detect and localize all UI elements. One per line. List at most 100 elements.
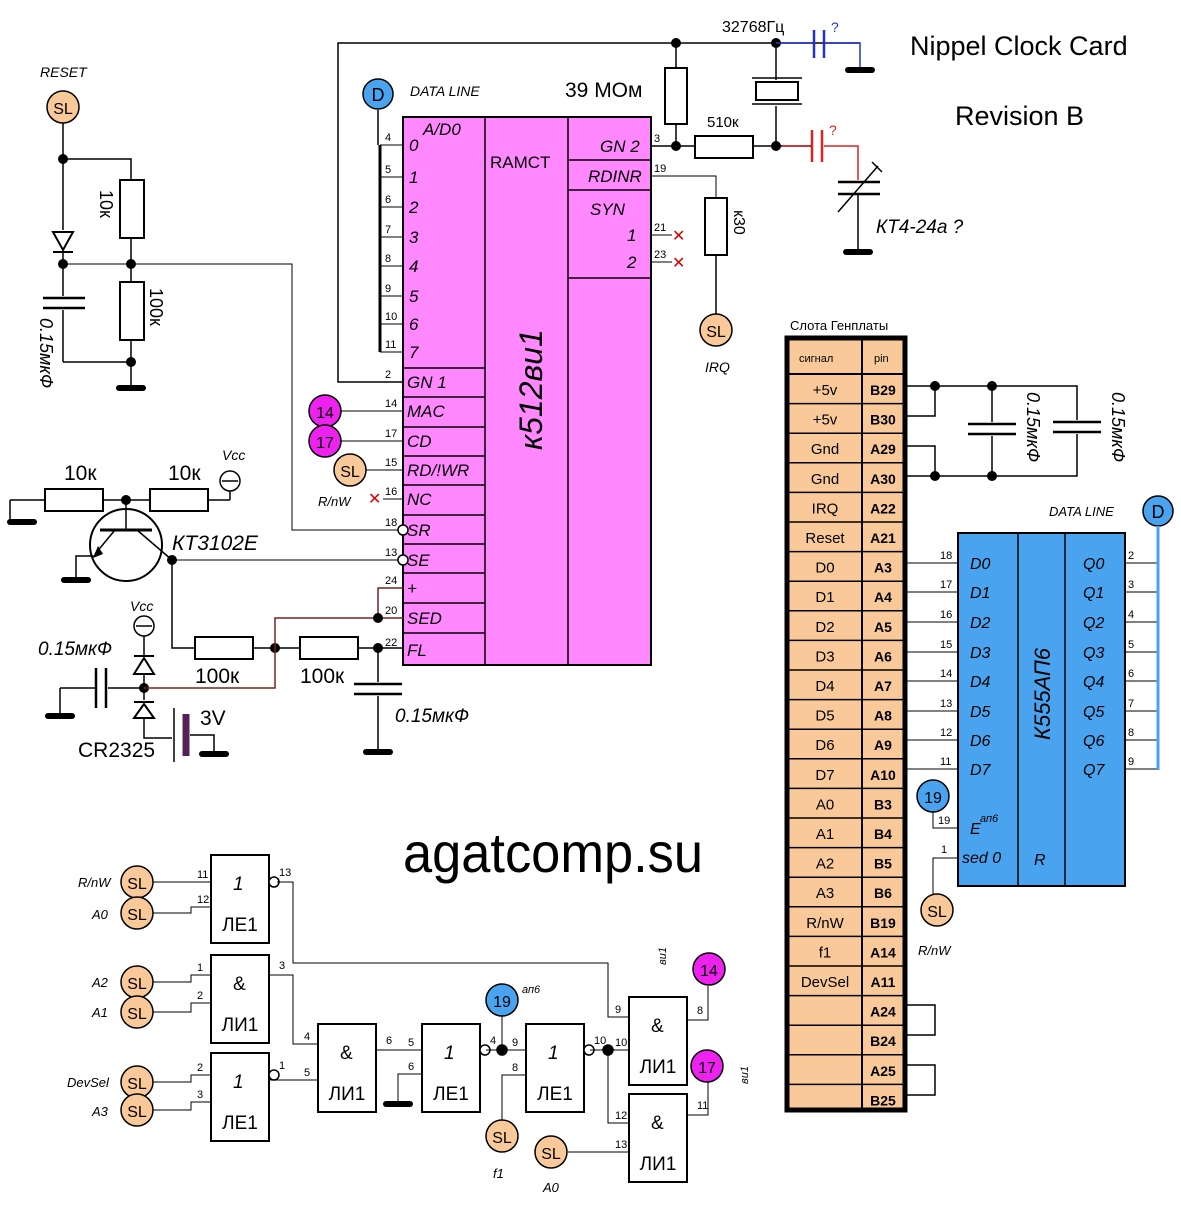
connector-pin: B25 bbox=[870, 1092, 896, 1108]
connector-pin: B6 bbox=[874, 885, 892, 901]
svg-text:✕: ✕ bbox=[672, 255, 685, 272]
vcc-label-b: Vcc bbox=[130, 598, 153, 614]
chip-pin-label: GN 1 bbox=[407, 373, 447, 392]
gate-pin-num: 11 bbox=[697, 1100, 708, 1112]
chip-pin-num: 9 bbox=[385, 283, 391, 295]
buffer-in-label: D1 bbox=[970, 585, 990, 602]
vcc-label-a: Vcc bbox=[222, 447, 245, 463]
buffer-in-num: 15 bbox=[940, 639, 952, 651]
pin-14-number: 14 bbox=[316, 405, 334, 422]
sl-text: SL bbox=[127, 1006, 147, 1023]
crystal bbox=[755, 81, 799, 101]
connector-pin: A5 bbox=[874, 619, 892, 635]
connector-pin: B30 bbox=[870, 412, 896, 428]
connector-pin: A9 bbox=[874, 737, 892, 753]
resistor-39m bbox=[664, 67, 688, 125]
chip-pin-label: 6 bbox=[409, 315, 419, 334]
gate-pin-14-connector bbox=[692, 952, 726, 986]
gate-type: ЛЕ1 bbox=[537, 1084, 573, 1105]
connector-signal: R/nW bbox=[806, 915, 844, 932]
sl-signal-label: A1 bbox=[91, 1005, 108, 1020]
sl-connector bbox=[120, 995, 154, 1029]
connector-pin: A21 bbox=[870, 530, 896, 546]
connector-pin: A25 bbox=[870, 1063, 896, 1079]
buffer-data-line-label: DATA LINE bbox=[1049, 504, 1114, 519]
sl-signal-label: A2 bbox=[91, 975, 109, 990]
connector-pin: A22 bbox=[870, 500, 896, 516]
gate-type: ЛЕ1 bbox=[433, 1084, 469, 1105]
chip-pin-label: GN 2 bbox=[600, 137, 640, 156]
rnw-sl-chip: SL bbox=[340, 464, 360, 481]
buffer-e-sup: ап6 bbox=[980, 813, 999, 825]
connector-signal: D0 bbox=[815, 560, 834, 577]
chip-pin-num: 8 bbox=[385, 253, 391, 265]
gate-pin-num: 3 bbox=[197, 1089, 203, 1101]
buffer-data-line-letter: D bbox=[1152, 502, 1165, 522]
chip-pin-num: 11 bbox=[385, 339, 396, 351]
buffer-sed-num: 1 bbox=[941, 844, 947, 856]
buffer-in-label: D4 bbox=[970, 674, 991, 691]
gate-pin-num: 9 bbox=[615, 1004, 621, 1016]
sl-text: SL bbox=[127, 1076, 147, 1093]
gate-type: ЛИ1 bbox=[640, 1154, 677, 1175]
data-line-connector bbox=[362, 78, 394, 110]
chip-pin-label: 5 bbox=[409, 287, 419, 306]
buffer-pin-19-number: 19 bbox=[924, 790, 942, 807]
connector-signal: IRQ bbox=[812, 500, 839, 517]
r-39m-label: 39 МОм bbox=[565, 79, 642, 102]
buffer-in-num: 13 bbox=[940, 698, 952, 710]
chip-pin-label: SE bbox=[407, 551, 430, 570]
data-line-label: DATA LINE bbox=[410, 83, 480, 99]
r-510k-label: 510к bbox=[707, 114, 739, 131]
irq-sl: SL bbox=[706, 324, 726, 341]
buffer-out-label: Q2 bbox=[1083, 615, 1104, 632]
r-100k-b-label: 100к bbox=[195, 665, 240, 688]
gate-pin-num: 6 bbox=[408, 1061, 414, 1073]
chip-pin-num: 24 bbox=[385, 575, 397, 587]
gate-type: ЛИ1 bbox=[640, 1057, 677, 1078]
sl-signal-label: DevSel bbox=[67, 1075, 110, 1090]
connector-pin: A3 bbox=[874, 560, 892, 576]
chip-pin-label: RDINR bbox=[588, 167, 642, 186]
sl-text: SL bbox=[127, 1104, 147, 1121]
r-100k-a-label: 100к bbox=[146, 288, 166, 326]
buffer-in-label: D3 bbox=[970, 645, 991, 662]
chip-pin-num: 19 bbox=[654, 163, 666, 175]
connector-col-signal: сигнал bbox=[799, 353, 833, 365]
chip-pin-num: 22 bbox=[385, 637, 397, 649]
gate-symbol: 1 bbox=[548, 1043, 559, 1064]
chip-pin-num: 3 bbox=[654, 133, 660, 145]
website: agatcomp.su bbox=[403, 821, 703, 884]
gate-pin-num: 2 bbox=[197, 1062, 203, 1074]
connector-signal: A2 bbox=[816, 856, 834, 873]
buffer-chip-name: К555АП6 bbox=[1030, 647, 1055, 740]
chip-pin-num: 17 bbox=[385, 428, 397, 440]
buffer-out-label: Q6 bbox=[1083, 733, 1104, 750]
buffer-in-num: 14 bbox=[940, 668, 952, 680]
gate-pin-17-connector bbox=[690, 1049, 724, 1083]
r-10k-b-label: 10к bbox=[64, 462, 97, 485]
connector-signal: +5v bbox=[813, 412, 838, 429]
buffer-out-num: 2 bbox=[1128, 550, 1134, 562]
chip-pin-num: 2 bbox=[385, 369, 391, 381]
gate-pin-num: 4 bbox=[304, 1031, 310, 1043]
sl-text: SL bbox=[127, 876, 147, 893]
cap-015-a-label: 0.15мкФ bbox=[36, 318, 56, 388]
buffer-in-num: 17 bbox=[940, 579, 952, 591]
gate-an6-label: ап6 bbox=[522, 984, 541, 996]
buffer-in-num: 18 bbox=[940, 550, 952, 562]
trimmer-label: КТ4-24а ? bbox=[876, 217, 964, 238]
chip-type-label: RAMCT bbox=[490, 153, 550, 172]
cap-015-d-label: 0.15мкФ bbox=[1023, 392, 1043, 462]
resistor-10k-reset bbox=[119, 179, 145, 239]
gate-pin-19-number: 19 bbox=[493, 994, 511, 1011]
resistor-k30 bbox=[704, 197, 728, 256]
buffer-e-num: 19 bbox=[938, 815, 950, 827]
connector-pin: B24 bbox=[870, 1033, 896, 1049]
gate-pin-17-number: 17 bbox=[698, 1060, 716, 1077]
chip-pin-label: 1 bbox=[409, 168, 418, 187]
